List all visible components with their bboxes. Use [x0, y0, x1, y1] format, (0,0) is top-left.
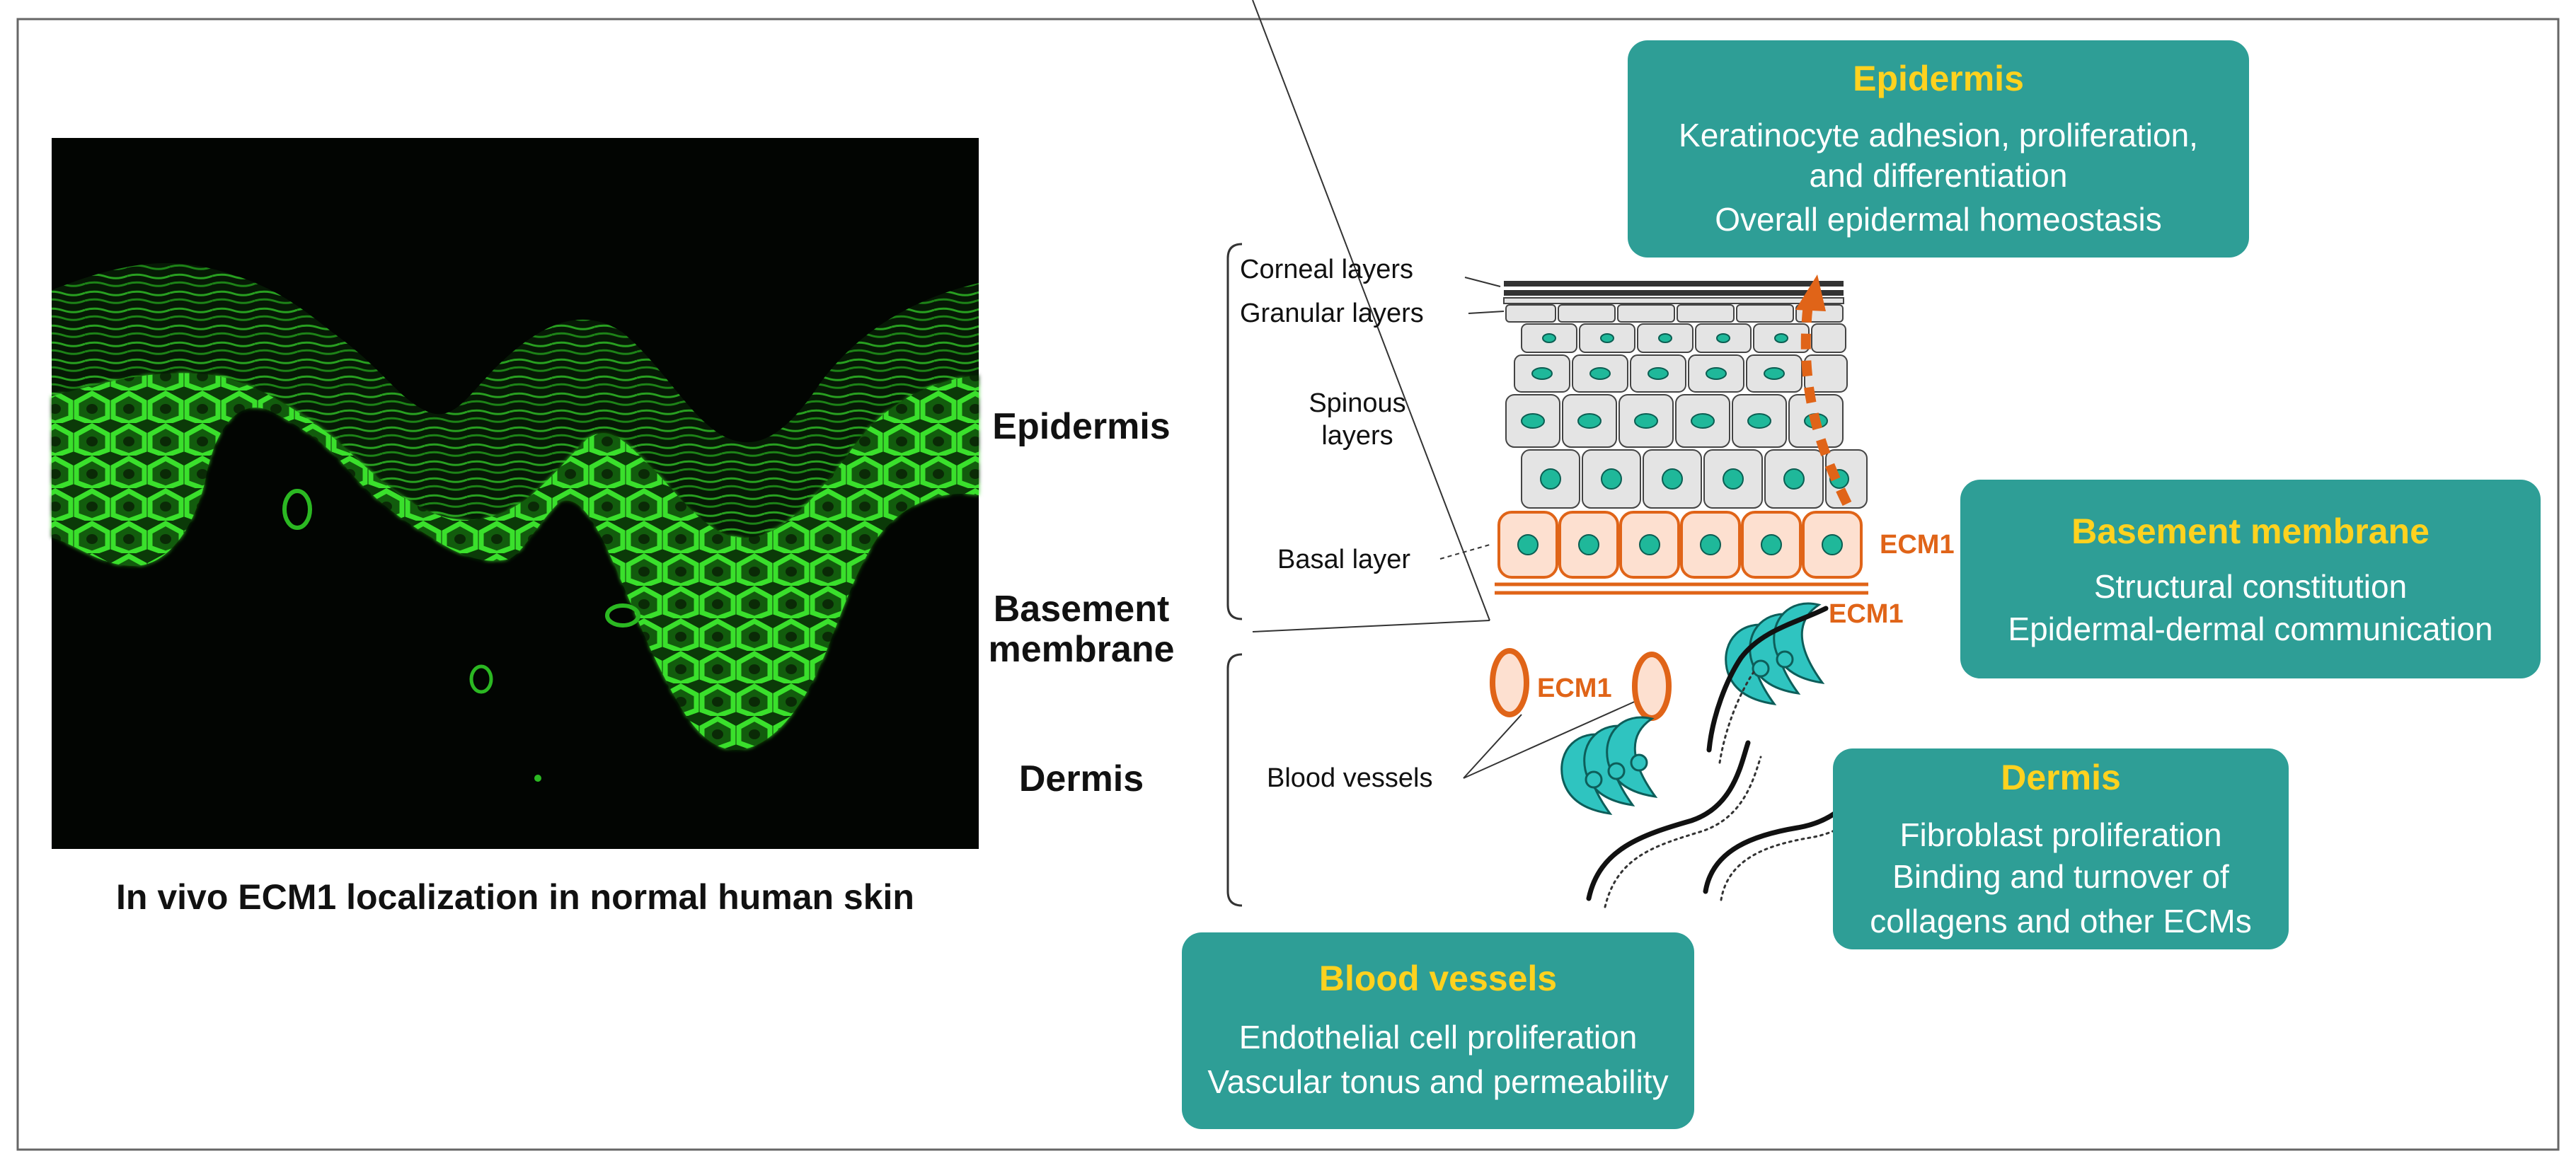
label-blood-vessels: Blood vessels	[1267, 763, 1432, 793]
ecm1-label-basal: ECM1	[1880, 530, 1955, 560]
box-dermis-line1: Fibroblast proliferation	[1899, 816, 2221, 853]
micrograph-caption: In vivo ECM1 localization in normal huma…	[116, 877, 914, 917]
leader-lines	[1439, 277, 1646, 779]
info-box-blood-vessels: Blood vessels Endothelial cell prolifera…	[1182, 932, 1694, 1129]
box-basement-title: Basement membrane	[2071, 511, 2430, 551]
label-basement-line2: membrane	[989, 629, 1175, 670]
label-corneal: Corneal layers	[1240, 255, 1413, 284]
label-spinous-line2: layers	[1321, 421, 1393, 451]
fluorescence-micrograph	[52, 138, 979, 849]
box-vessels-title: Blood vessels	[1319, 959, 1557, 998]
ecm1-label-membrane: ECM1	[1829, 599, 1904, 629]
label-spinous-line1: Spinous	[1309, 388, 1405, 418]
box-epidermis-line1: Keratinocyte adhesion, proliferation,	[1679, 117, 2198, 154]
fibroblast-cells	[1560, 602, 1825, 815]
box-vessels-line1: Endothelial cell proliferation	[1239, 1019, 1638, 1056]
box-basement-line1: Structural constitution	[2094, 568, 2407, 605]
label-epidermis: Epidermis	[992, 406, 1170, 447]
label-basement-line1: Basement	[994, 589, 1170, 630]
basement-leader-line	[1252, 620, 1490, 632]
label-dermis: Dermis	[1019, 758, 1144, 799]
box-dermis-title: Dermis	[2001, 758, 2121, 797]
ecm1-label-vessel: ECM1	[1537, 673, 1612, 703]
label-granular: Granular layers	[1240, 299, 1424, 328]
differentiation-arrow	[1795, 274, 1852, 507]
box-dermis-line3: collagens and other ECMs	[1870, 903, 2252, 939]
box-epidermis-line3: Overall epidermal homeostasis	[1715, 201, 2162, 238]
box-vessels-line2: Vascular tonus and permeability	[1207, 1063, 1668, 1100]
box-epidermis-line2: and differentiation	[1810, 157, 2068, 194]
info-box-epidermis: Epidermis Keratinocyte adhesion, prolife…	[1628, 40, 2249, 258]
epidermis-schematic	[1495, 281, 1868, 595]
box-epidermis-title: Epidermis	[1853, 59, 2024, 98]
box-dermis-line2: Binding and turnover of	[1892, 858, 2229, 895]
info-box-dermis: Dermis Fibroblast proliferation Binding …	[1833, 748, 2289, 949]
label-basal: Basal layer	[1277, 545, 1410, 574]
figure-frame	[16, 18, 2560, 1151]
blood-vessel-schematic	[1490, 648, 1672, 721]
info-box-basement-membrane: Basement membrane Structural constitutio…	[1960, 480, 2541, 678]
box-basement-line2: Epidermal-dermal communication	[2008, 611, 2492, 647]
layer-brace	[1226, 0, 1490, 907]
